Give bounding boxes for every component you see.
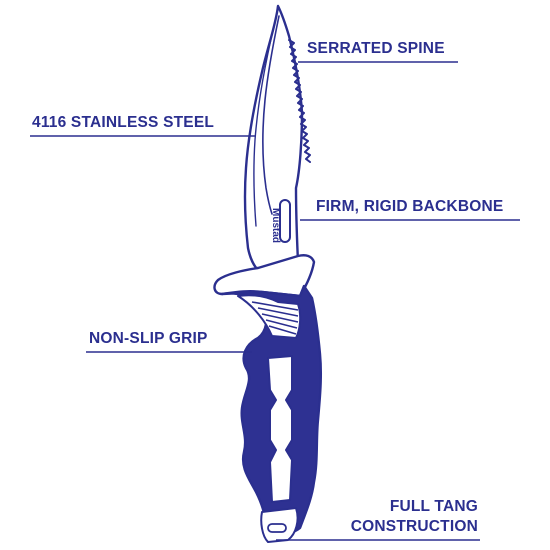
grip-ribs-panel [237, 294, 302, 339]
label-stainless-steel: 4116 STAINLESS STEEL [32, 114, 215, 131]
label-serrated-spine: SERRATED SPINE [307, 40, 445, 57]
grip-ribs [251, 301, 299, 335]
label-full-tang-line1: FULL TANG [389, 498, 478, 515]
label-non-slip-grip: NON-SLIP GRIP [89, 330, 208, 347]
lanyard-hole [267, 523, 287, 533]
knife-handle [220, 284, 323, 543]
label-rigid-backbone: FIRM, RIGID BACKBONE [316, 198, 504, 215]
blade-slot [279, 199, 291, 243]
label-full-tang-line2: CONSTRUCTION [350, 518, 478, 535]
blade-grind-line [262, 15, 280, 215]
knife-guard [213, 254, 316, 298]
callout-lines [30, 61, 520, 541]
guard-outline [213, 254, 316, 298]
serrated-spine [288, 39, 311, 163]
tang-window [267, 355, 293, 503]
blade-edge-bevel [253, 25, 275, 227]
brand-logo: Mustad [270, 208, 281, 243]
